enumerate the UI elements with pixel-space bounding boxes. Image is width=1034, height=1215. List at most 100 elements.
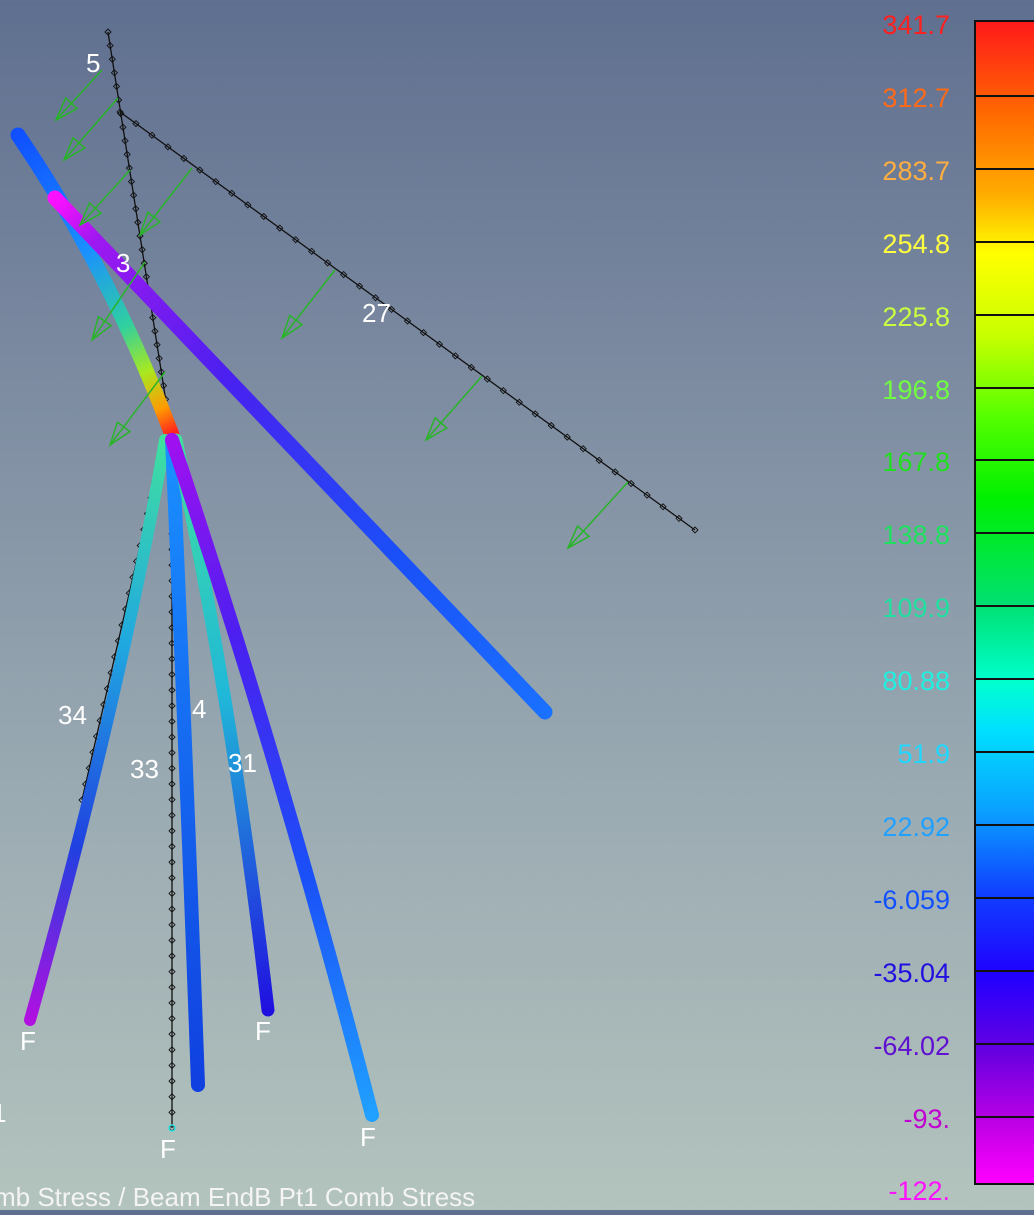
legend-value: 312.7 <box>882 82 950 113</box>
wireframe-node <box>153 341 161 349</box>
wireframe-node <box>168 1093 176 1101</box>
node-label-27: 27 <box>362 298 391 328</box>
load-arrow-icon <box>424 416 449 442</box>
wireframe-node <box>104 28 112 36</box>
beam-leg-34[interactable] <box>24 434 171 1026</box>
legend-value: -64.02 <box>873 1030 950 1061</box>
wireframe-node <box>324 259 332 267</box>
legend-separator <box>974 751 1034 753</box>
wireframe-node <box>168 936 176 945</box>
node-label-3: 3 <box>116 248 130 278</box>
support-label-2: F <box>255 1016 271 1046</box>
load-arrow-icon <box>90 315 113 342</box>
beam-rafter-curved[interactable] <box>10 127 180 443</box>
beam-leg-4[interactable] <box>165 433 379 1122</box>
wireframe-node <box>127 177 136 186</box>
load-arrow-icon <box>138 211 162 237</box>
wireframe-node <box>168 967 176 976</box>
wireframe-node <box>168 749 176 757</box>
beam-rafter-straight[interactable] <box>47 190 553 720</box>
legend-value: 283.7 <box>882 155 950 186</box>
wireframe-node <box>387 305 396 314</box>
wireframe-node <box>403 317 412 325</box>
wireframe-node <box>168 858 176 866</box>
wireframe-node <box>168 1030 176 1038</box>
node-label-5: 5 <box>86 48 100 78</box>
wireframe-node <box>355 282 364 290</box>
legend-separator <box>974 167 1034 170</box>
wireframe-node <box>140 259 148 267</box>
wireframe-node <box>116 108 124 116</box>
stress-beams[interactable] <box>10 127 553 1122</box>
wireframe-node <box>168 764 176 773</box>
wireframe-node <box>168 921 176 929</box>
load-arrow-shaft <box>425 375 483 441</box>
legend-value: 167.8 <box>882 447 950 478</box>
wireframe-node <box>119 123 127 131</box>
result-caption: mb Stress / Beam EndB Pt1 Comb Stress <box>0 1182 476 1212</box>
wireframe-node <box>595 456 603 464</box>
legend-separator <box>974 896 1034 899</box>
wireframe-node <box>168 1108 176 1116</box>
node-label-31: 31 <box>228 748 257 778</box>
wireframe-node <box>168 889 176 898</box>
wireframe-node <box>106 41 114 50</box>
wireframe-node <box>168 655 176 663</box>
load-arrow-icon <box>78 201 103 227</box>
wireframe-node <box>168 952 176 960</box>
node-label-34: 34 <box>58 700 87 730</box>
wireframe-node <box>138 245 146 254</box>
wireframe-node <box>168 1077 176 1085</box>
beam-leg-33[interactable] <box>165 433 205 1092</box>
legend-separator <box>974 386 1034 389</box>
wireframe-node <box>168 842 176 851</box>
wireframe-node <box>419 328 428 337</box>
wireframe-node <box>339 270 348 279</box>
load-arrow-shaft <box>79 169 131 226</box>
wireframe-node <box>168 1061 176 1070</box>
wireframe-node <box>142 273 151 281</box>
wireframe-node <box>212 178 220 186</box>
wireframe-node <box>244 201 252 209</box>
load-arrow-icon <box>62 136 87 162</box>
wireframe-node <box>168 733 176 741</box>
wireframe-node <box>168 983 176 991</box>
wireframe-node <box>168 780 176 788</box>
wireframe-node <box>308 247 316 255</box>
legend-value: -93. <box>903 1103 950 1134</box>
wireframe-node <box>435 340 444 348</box>
legend-separator <box>974 605 1034 608</box>
wireframe-node <box>292 236 300 244</box>
legend-separator <box>974 313 1034 316</box>
legend-separator <box>974 240 1034 243</box>
wireframe-node <box>121 137 129 145</box>
support-label-3: F <box>160 1134 176 1164</box>
wireframe-node <box>134 218 142 227</box>
wireframe-node <box>168 702 176 710</box>
legend-separator <box>974 823 1034 826</box>
wireframe-node <box>168 686 176 694</box>
support-label-4: F <box>360 1122 376 1152</box>
wireframe-node <box>157 368 165 376</box>
load-arrow-icon <box>566 524 591 550</box>
wireframe-node <box>451 352 460 360</box>
wireframe-node <box>168 827 176 835</box>
wireframe-node <box>196 166 204 174</box>
wireframe-node <box>168 905 176 913</box>
wireframe-node <box>579 445 587 453</box>
legend-value: 22.92 <box>882 811 950 842</box>
wireframe-node <box>467 363 476 372</box>
legend-value: 109.9 <box>882 593 950 624</box>
wireframe-node <box>483 375 491 383</box>
load-arrow-shaft <box>567 481 629 549</box>
wireframe-node <box>228 189 236 197</box>
load-arrow-shaft <box>91 261 146 341</box>
wireframe-node <box>168 1014 176 1023</box>
wireframe-node <box>159 381 168 390</box>
wireframe-node <box>499 387 507 395</box>
wireframe-node <box>659 503 667 511</box>
wireframe-node <box>132 205 140 213</box>
load-arrow-shaft <box>55 69 103 121</box>
